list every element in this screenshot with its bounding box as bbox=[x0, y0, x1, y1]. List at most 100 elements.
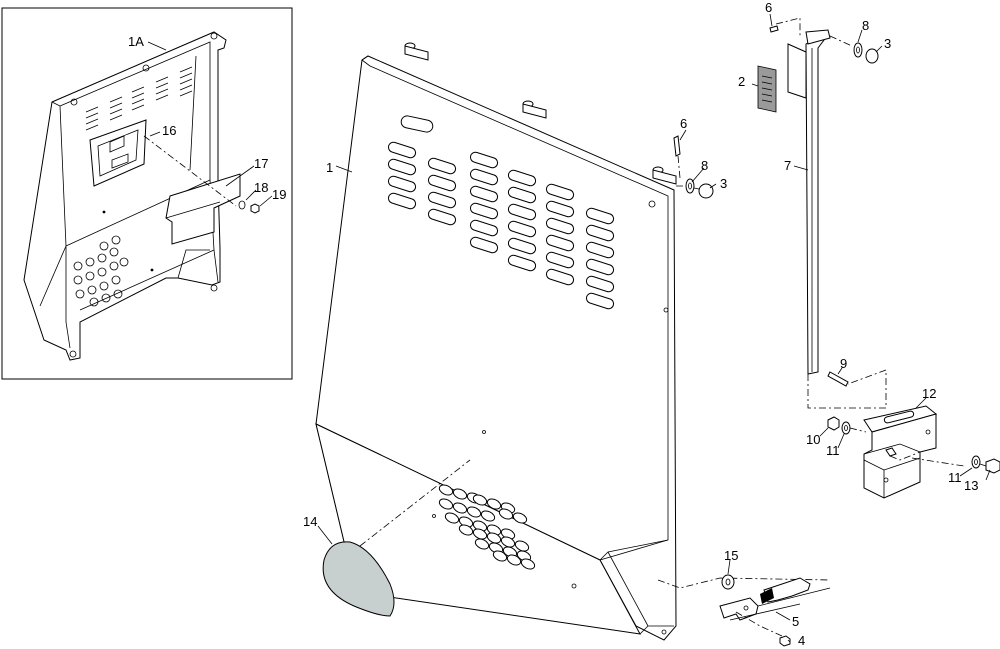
nut-10 bbox=[827, 416, 840, 431]
louvre-slot bbox=[469, 151, 499, 169]
perforation-hole bbox=[466, 506, 482, 518]
lower-perforations bbox=[438, 484, 536, 570]
inset-decal-16 bbox=[89, 119, 147, 187]
louvre-slot bbox=[507, 220, 537, 238]
perforation-hole bbox=[438, 498, 454, 510]
callout-9: 9 bbox=[840, 356, 847, 371]
louvre-slot bbox=[545, 251, 575, 269]
callout-15: 15 bbox=[724, 548, 738, 563]
louvre-slot bbox=[507, 254, 537, 272]
perforation-hole bbox=[492, 550, 508, 562]
callout-11-left: 11 bbox=[826, 443, 840, 458]
callout-19: 19 bbox=[272, 187, 286, 202]
louvre-slot bbox=[545, 268, 575, 286]
callout-1: 1 bbox=[326, 160, 333, 175]
perforation-hole bbox=[472, 528, 488, 540]
callout-8-mid: 8 bbox=[701, 158, 708, 173]
louvre-slot bbox=[507, 169, 537, 187]
callout-18: 18 bbox=[254, 180, 268, 195]
callout-14: 14 bbox=[303, 514, 317, 529]
louvre-slot bbox=[585, 275, 615, 293]
callout-3-top: 3 bbox=[884, 36, 891, 51]
louvre-slot bbox=[387, 192, 417, 210]
callout-16: 16 bbox=[162, 123, 176, 138]
perforation-hole bbox=[474, 538, 490, 550]
louvre-slot bbox=[545, 200, 575, 218]
washer-11-right bbox=[971, 455, 981, 469]
louvre-slot bbox=[507, 237, 537, 255]
perforation-hole bbox=[452, 488, 468, 500]
perforation-hole bbox=[512, 512, 528, 524]
perforation-hole bbox=[452, 502, 468, 514]
inset-bracket-17 bbox=[165, 173, 241, 245]
inset-perforations bbox=[73, 235, 129, 307]
louvre-slot bbox=[387, 175, 417, 193]
louvre-slot bbox=[427, 191, 457, 209]
louvre-slot bbox=[585, 258, 615, 276]
perforation-hole bbox=[438, 484, 454, 496]
callout-12: 12 bbox=[922, 386, 936, 401]
washer-11-left bbox=[841, 421, 851, 435]
louvre-slot bbox=[585, 207, 615, 225]
perforation-hole bbox=[458, 524, 474, 536]
louvre-slot bbox=[585, 292, 615, 310]
inset-frame bbox=[1, 7, 293, 380]
latch-bracket-12 bbox=[863, 405, 938, 499]
pin-6-top bbox=[769, 25, 779, 33]
inset-panel-1A bbox=[23, 31, 260, 361]
perforation-hole bbox=[486, 498, 502, 510]
pin-9 bbox=[827, 371, 849, 387]
callout-3-mid: 3 bbox=[720, 176, 727, 191]
callout-6-mid: 6 bbox=[680, 116, 687, 131]
louvre-slot bbox=[545, 234, 575, 252]
louvre-slot bbox=[427, 174, 457, 192]
perforation-hole bbox=[514, 540, 530, 552]
louvre-slot bbox=[427, 157, 457, 175]
filter-14 bbox=[322, 541, 395, 617]
louvre-slot bbox=[427, 208, 457, 226]
screw-4 bbox=[779, 635, 791, 647]
inset-vent-slots bbox=[85, 66, 193, 131]
louvre-slot bbox=[585, 224, 615, 242]
perforation-hole bbox=[480, 510, 496, 522]
callout-8-top: 8 bbox=[862, 18, 869, 33]
perforation-hole bbox=[486, 532, 502, 544]
perforation-hole bbox=[444, 512, 460, 524]
latch-5 bbox=[719, 577, 831, 621]
louvre-slot bbox=[507, 203, 537, 221]
louvre-slot bbox=[469, 202, 499, 220]
callout-11-right: 11 bbox=[948, 470, 962, 485]
washer-8-top bbox=[853, 42, 863, 58]
perforation-hole bbox=[500, 536, 516, 548]
leader-lines bbox=[147, 13, 991, 643]
callout-4: 4 bbox=[798, 633, 805, 648]
cap-3-mid bbox=[698, 183, 714, 199]
perforation-hole bbox=[472, 494, 488, 506]
louvre-slot bbox=[545, 183, 575, 201]
bolt-13 bbox=[985, 458, 1000, 474]
louvre-slot bbox=[545, 217, 575, 235]
perforation-hole bbox=[520, 558, 536, 570]
louvre-slot bbox=[469, 219, 499, 237]
rod-bracket bbox=[787, 43, 807, 99]
callout-7: 7 bbox=[784, 158, 791, 173]
callout-17: 17 bbox=[254, 156, 268, 171]
grommet-15 bbox=[721, 574, 735, 590]
perforation-hole bbox=[506, 554, 522, 566]
callout-labels: 1A 16 17 18 19 1 2 3 3 4 5 6 6 7 8 8 9 1… bbox=[128, 0, 978, 648]
washer-8-mid bbox=[685, 178, 695, 194]
louvre-slot bbox=[387, 158, 417, 176]
callout-13: 13 bbox=[964, 478, 978, 493]
louvre-slot bbox=[469, 236, 499, 254]
top-pins bbox=[404, 42, 677, 185]
louvre-slot bbox=[585, 241, 615, 259]
callout-1A: 1A bbox=[128, 34, 144, 49]
callout-5: 5 bbox=[792, 614, 799, 629]
louvre-slot bbox=[469, 185, 499, 203]
louvre-slot bbox=[469, 168, 499, 186]
callout-6-top: 6 bbox=[765, 0, 772, 15]
louvre-slot bbox=[387, 141, 417, 159]
pin-6-mid bbox=[673, 135, 681, 157]
